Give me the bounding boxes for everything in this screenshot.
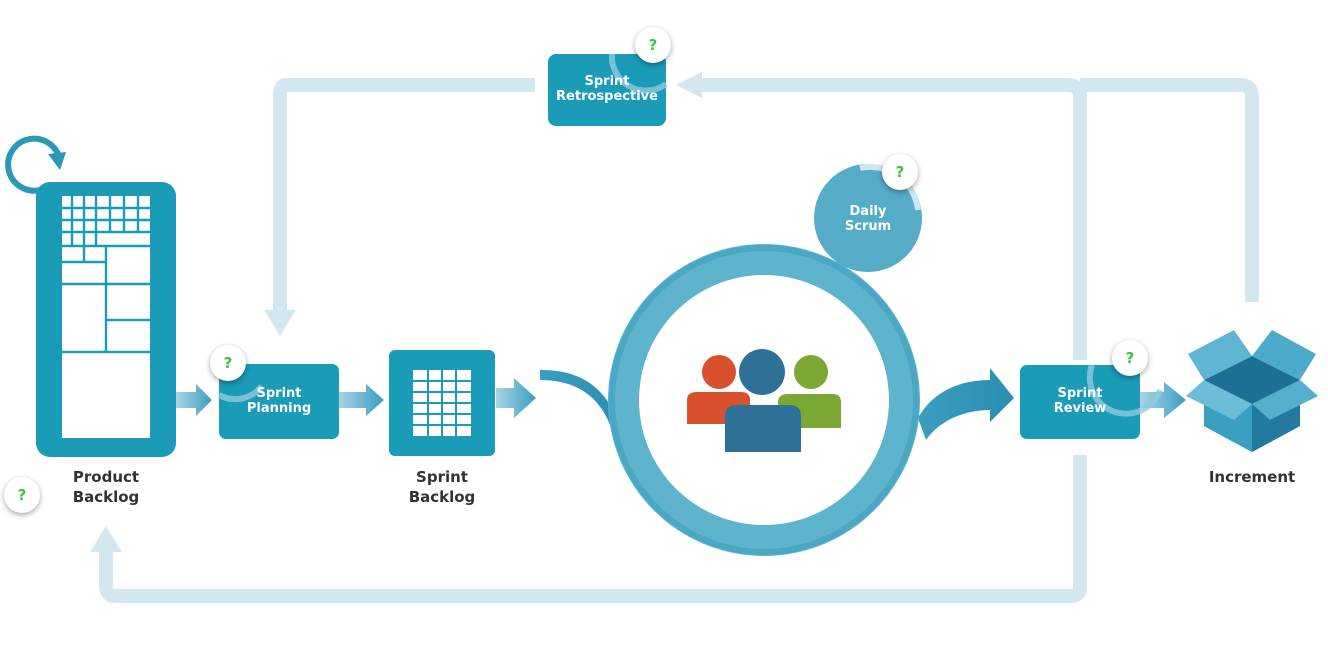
increment-to-retrospective-line bbox=[1080, 78, 1259, 302]
sprint-planning-box bbox=[219, 364, 339, 439]
daily-scrum-label-line2: Scrum bbox=[844, 219, 892, 234]
team-icon bbox=[687, 349, 841, 452]
sprint-review-ring bbox=[1086, 363, 1163, 417]
sprint-retrospective-label: Sprint Retrospective bbox=[548, 74, 666, 104]
sprint-planning-label-line1: Sprint bbox=[256, 386, 302, 401]
increment-caption: Increment bbox=[1208, 468, 1296, 486]
review-to-retrospective-arrow bbox=[700, 78, 1087, 360]
daily-scrum-label-line1: Daily bbox=[849, 204, 887, 219]
open-box-icon bbox=[1186, 330, 1318, 452]
arrow-review-to-increment bbox=[1140, 382, 1186, 418]
product-backlog-caption-line1: Product bbox=[72, 468, 140, 486]
sprint-retrospective-label-line2: Retrospective bbox=[556, 89, 658, 104]
sprint-backlog-caption-line2: Backlog bbox=[408, 488, 476, 506]
sprint-planning-label: Sprint Planning bbox=[219, 386, 339, 416]
help-button-sprint-review[interactable]: ? bbox=[1112, 340, 1148, 376]
arrow-into-sprint-cycle bbox=[540, 370, 618, 430]
sprint-retrospective-box bbox=[548, 54, 666, 126]
product-backlog-caption-line2: Backlog bbox=[72, 488, 140, 506]
arrow-sprint-backlog-to-sprint bbox=[496, 378, 536, 418]
sprint-review-label-line1: Sprint bbox=[1057, 386, 1103, 401]
sprint-retrospective-ring bbox=[608, 53, 668, 94]
arrowhead-left-retrospective bbox=[676, 72, 702, 98]
sprint-review-label: Sprint Review bbox=[1020, 386, 1140, 416]
feedback-loops bbox=[99, 78, 1259, 603]
refresh-icon bbox=[5, 135, 66, 194]
sprint-planning-label-line2: Planning bbox=[246, 401, 312, 416]
arrow-backlog-to-planning bbox=[176, 384, 212, 416]
flow-arrows bbox=[176, 368, 1186, 440]
sprint-retrospective-label-line1: Sprint bbox=[584, 74, 630, 89]
review-to-product-backlog-arrow bbox=[99, 455, 1087, 603]
help-button-sprint-planning[interactable]: ? bbox=[210, 345, 246, 381]
sprint-review-box bbox=[1020, 365, 1140, 439]
sprint-backlog-caption-line1: Sprint bbox=[416, 468, 468, 486]
arrowhead-up-product-backlog bbox=[90, 526, 122, 552]
product-backlog-box bbox=[36, 182, 176, 457]
product-backlog-caption: Product Backlog bbox=[46, 467, 166, 507]
arrowhead-down-planning bbox=[264, 310, 296, 336]
daily-scrum-circle bbox=[814, 164, 922, 272]
sprint-backlog-caption: Sprint Backlog bbox=[382, 467, 502, 507]
help-button-product-backlog[interactable]: ? bbox=[4, 477, 40, 513]
help-button-daily-scrum[interactable]: ? bbox=[882, 154, 918, 190]
retrospective-to-planning-arrow bbox=[273, 78, 535, 312]
sprint-planning-ring bbox=[217, 384, 265, 403]
help-button-sprint-retrospective[interactable]: ? bbox=[635, 27, 671, 63]
sprint-backlog-box bbox=[389, 350, 495, 456]
daily-scrum-label: Daily Scrum bbox=[814, 204, 922, 234]
arrow-out-of-sprint-cycle bbox=[918, 368, 1014, 440]
sprint-review-label-line2: Review bbox=[1053, 401, 1107, 416]
sprint-cycle bbox=[608, 244, 920, 556]
arrow-planning-to-sprint-backlog bbox=[338, 384, 384, 416]
